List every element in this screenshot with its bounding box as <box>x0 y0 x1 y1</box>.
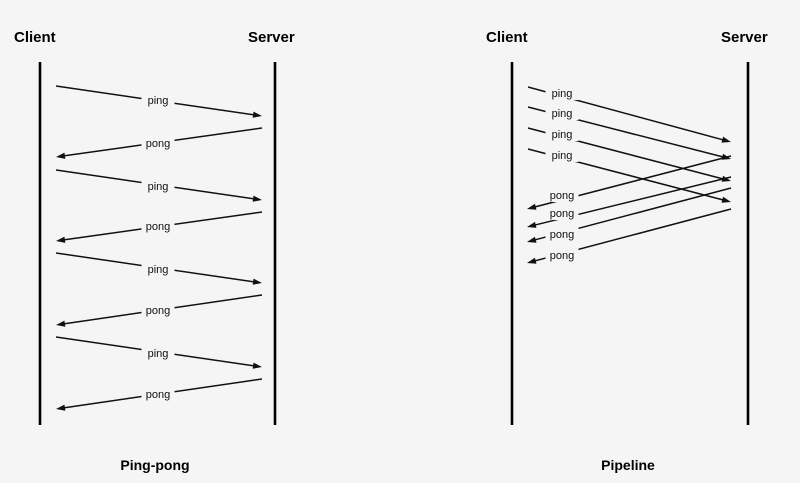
arrowhead-request <box>721 136 731 143</box>
message-label-backdrop <box>141 219 175 233</box>
message-label-pong: pong <box>146 389 170 401</box>
message-label-backdrop <box>545 148 579 162</box>
message-ping-7: ping <box>55 336 262 369</box>
message-pong-5: pong <box>527 155 732 210</box>
arrowhead-response <box>56 152 66 159</box>
message-pong-2: pong <box>56 127 263 159</box>
message-label-backdrop <box>141 387 175 401</box>
message-label-ping: ping <box>552 108 573 120</box>
message-label-pong: pong <box>146 221 170 233</box>
message-label-ping: ping <box>148 95 169 107</box>
message-label-ping: ping <box>552 129 573 141</box>
message-label-pong: pong <box>146 305 170 317</box>
message-label-backdrop <box>141 346 175 360</box>
arrowhead-response <box>56 236 66 243</box>
message-label-ping: ping <box>552 88 573 100</box>
message-label-backdrop <box>545 227 579 241</box>
message-ping-5: ping <box>55 252 262 285</box>
message-label-ping: ping <box>148 264 169 276</box>
arrowhead-request <box>252 111 262 118</box>
message-label-backdrop <box>141 136 175 150</box>
message-ping-4: ping <box>527 148 731 203</box>
diagram-caption-pipeline: Pipeline <box>601 457 655 473</box>
message-label-pong: pong <box>550 208 574 220</box>
arrowhead-response <box>527 257 537 264</box>
arrowhead-response <box>527 236 537 243</box>
arrowhead-response <box>527 203 537 210</box>
message-label-backdrop <box>141 93 175 107</box>
message-label-pong: pong <box>550 229 574 241</box>
message-pong-8: pong <box>56 378 263 411</box>
message-label-backdrop <box>545 248 579 262</box>
message-label-ping: ping <box>148 181 169 193</box>
arrowhead-request <box>252 362 262 369</box>
arrowhead-response <box>527 221 537 228</box>
arrowhead-request <box>252 278 262 285</box>
arrowhead-request <box>252 195 262 202</box>
message-label-backdrop <box>545 206 579 220</box>
message-ping-2: ping <box>527 106 731 160</box>
message-label-ping: ping <box>552 150 573 162</box>
diagram-caption-ping-pong: Ping-pong <box>120 457 189 473</box>
actor-label-server: Server <box>721 29 768 46</box>
message-label-ping: ping <box>148 348 169 360</box>
message-label-backdrop <box>545 188 579 202</box>
message-label-pong: pong <box>550 250 574 262</box>
message-ping-1: ping <box>55 85 262 118</box>
message-label-pong: pong <box>550 190 574 202</box>
message-label-pong: pong <box>146 138 170 150</box>
diagram-ping-pong: Client Server ping pong ping pong ping pong ping… <box>14 29 295 473</box>
actor-label-client: Client <box>486 29 528 46</box>
message-label-backdrop <box>545 127 579 141</box>
message-pong-6: pong <box>527 176 732 228</box>
message-label-backdrop <box>141 303 175 317</box>
arrowhead-request <box>721 196 731 203</box>
actor-label-server: Server <box>248 29 295 46</box>
message-ping-1: ping <box>527 86 731 143</box>
message-label-backdrop <box>545 86 579 100</box>
message-ping-3: ping <box>55 169 262 202</box>
actor-label-client: Client <box>14 29 56 46</box>
arrowhead-response <box>56 320 66 327</box>
message-pong-4: pong <box>56 211 263 243</box>
message-label-backdrop <box>545 106 579 120</box>
arrowhead-response <box>56 404 66 411</box>
message-label-backdrop <box>141 262 175 276</box>
diagram-pipeline: Client Server ping ping ping ping pong pong pong… <box>486 29 768 473</box>
message-pong-8: pong <box>527 208 732 264</box>
message-label-backdrop <box>141 179 175 193</box>
message-pong-7: pong <box>527 187 732 243</box>
message-pong-6: pong <box>56 294 263 327</box>
